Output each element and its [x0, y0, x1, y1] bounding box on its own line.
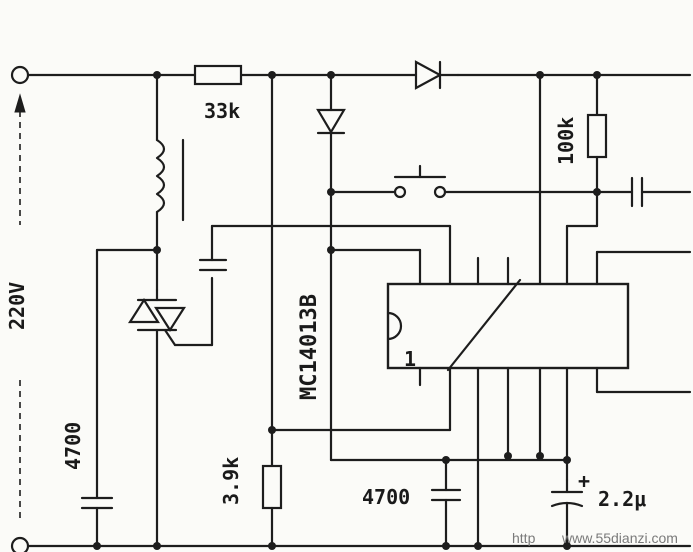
cap-mid-symbol — [430, 488, 462, 548]
ic-notch — [386, 311, 403, 341]
cap-mid-label: 4700 — [362, 485, 410, 509]
r-bias-label: 100k — [554, 117, 578, 165]
cap-right-label: 2.2μ — [598, 487, 646, 511]
cap-polarity-label: + — [578, 469, 590, 493]
watermark-site: www.55dianzi.com — [561, 530, 678, 546]
watermark-prefix: http — [512, 530, 536, 546]
ic-bottom-pins — [270, 366, 692, 548]
inductor-coil — [155, 138, 166, 214]
gate-capacitor — [198, 224, 228, 272]
terminal-bottom — [10, 536, 30, 552]
coupling-capacitor — [630, 176, 692, 208]
push-button — [393, 164, 447, 199]
ic-pin1-label: 1 — [404, 347, 416, 371]
cap-left-symbol — [80, 496, 114, 548]
ic-diagonal — [446, 278, 522, 372]
r-bottom-label: 3.9k — [219, 457, 243, 505]
ic-name-label: MC14013B — [297, 294, 322, 400]
supply-voltage-label: 220V — [5, 282, 29, 330]
resistor-3-9k — [261, 464, 283, 510]
resistor-33k — [193, 64, 243, 86]
cap-left-label: 4700 — [61, 422, 85, 470]
r-top-label: 33k — [204, 99, 240, 123]
diode-top — [414, 60, 460, 90]
terminal-top — [10, 65, 30, 85]
diode-vertical — [316, 108, 346, 135]
voltage-arrow — [14, 93, 26, 520]
ic-top-pins — [329, 73, 692, 286]
cap-right-symbol — [550, 490, 584, 548]
junction-dots — [93, 71, 601, 550]
triac-symbol — [127, 288, 214, 548]
resistor-100k — [586, 113, 608, 159]
